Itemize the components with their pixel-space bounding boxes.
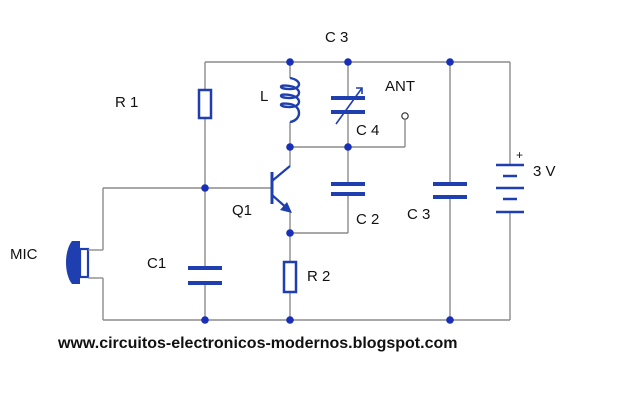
capacitor-c1 [188,266,222,285]
label-mic: MIC [10,246,38,263]
label-q1: Q1 [232,202,253,219]
label-c2: C 2 [356,211,380,228]
resistor-r1 [197,88,213,120]
label-l: L [260,88,269,105]
inductor-l [279,76,301,124]
label-battery-plus: + [516,148,524,162]
footer-url: www.circuitos-electronicos-modernos.blog… [58,335,458,352]
battery-3v [496,163,524,214]
label-battery-voltage: 3 V [533,163,556,180]
capacitor-c2 [331,182,365,196]
antenna-terminal [401,112,409,120]
microphone [66,241,103,284]
resistor-r2 [282,260,298,294]
label-r1: R 1 [115,94,139,111]
label-c3-top: C 3 [325,29,349,46]
capacitor-c3 [433,182,467,199]
label-ant: ANT [385,78,415,95]
transistor-emitter-arrow [280,202,292,213]
label-c1: C1 [147,255,167,272]
label-c4: C 4 [356,122,380,139]
variable-capacitor-c4 [331,87,365,125]
junction-nodes [201,58,454,324]
label-r2: R 2 [307,268,331,285]
label-c3-mid: C 3 [407,206,431,223]
components [66,76,524,294]
